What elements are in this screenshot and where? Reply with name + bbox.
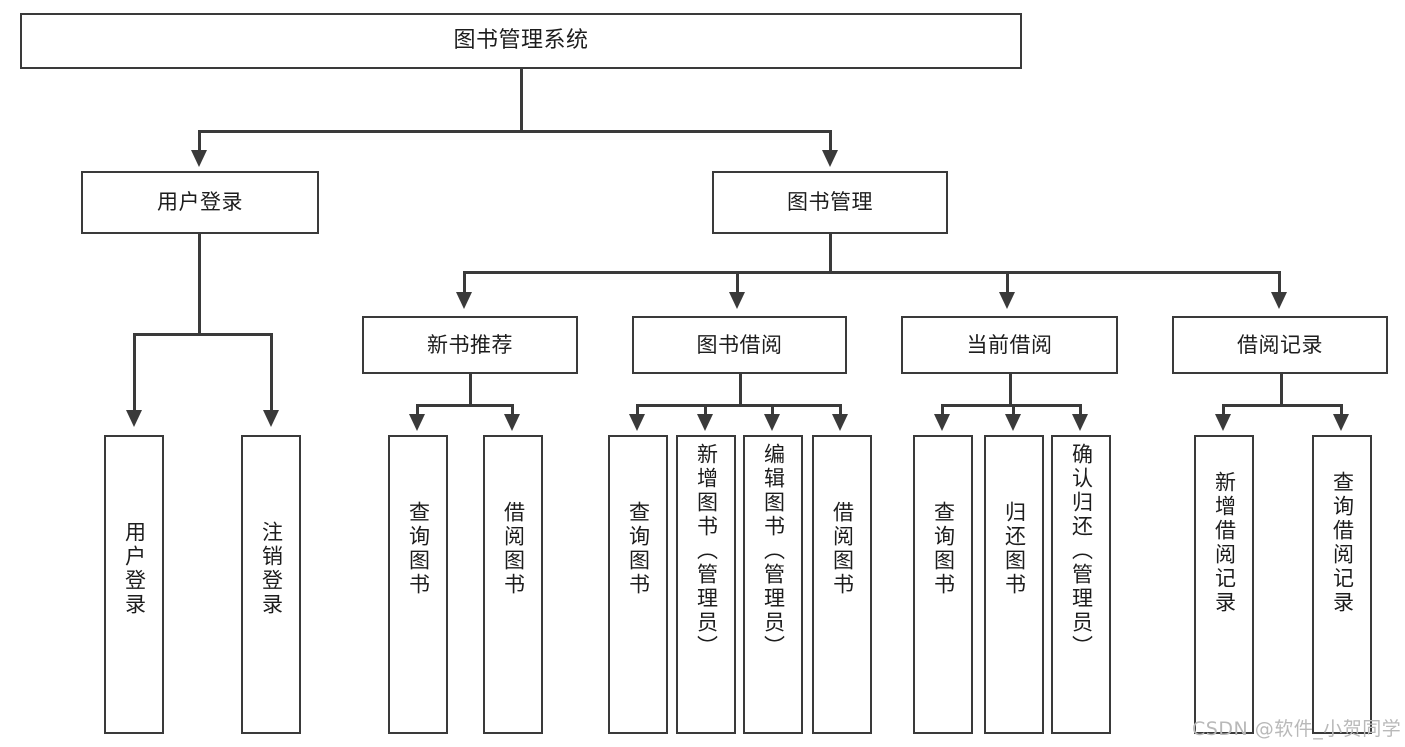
connector-user-login-drop-1 bbox=[133, 333, 136, 413]
arrow-to-leaf-borrow-book-2 bbox=[832, 414, 848, 431]
connector-borrow-record-bus bbox=[1222, 404, 1342, 407]
node-book-borrow[interactable]: 图书借阅 bbox=[632, 316, 847, 374]
connector-book-borrow-stem bbox=[739, 374, 742, 406]
leaf-add-borrow-record[interactable]: 新增借阅记录 bbox=[1194, 435, 1254, 734]
connector-current-borrow-drop-2 bbox=[1012, 404, 1015, 417]
connector-new-book-stem bbox=[469, 374, 472, 406]
arrow-to-leaf-query-borrow-record bbox=[1333, 414, 1349, 431]
node-label: 归还图书 bbox=[1002, 501, 1027, 597]
connector-current-borrow-stem bbox=[1009, 374, 1012, 406]
leaf-user-login[interactable]: 用户登录 bbox=[104, 435, 164, 734]
leaf-confirm-return-admin[interactable]: 确认归还（管理员） bbox=[1051, 435, 1111, 734]
node-label: 借阅图书 bbox=[501, 501, 526, 597]
node-new-book-recommend[interactable]: 新书推荐 bbox=[362, 316, 578, 374]
arrow-to-leaf-edit-book bbox=[764, 414, 780, 431]
node-label: 图书管理 bbox=[787, 190, 873, 215]
leaf-return-book[interactable]: 归还图书 bbox=[984, 435, 1044, 734]
connector-drop-current-borrow bbox=[1006, 271, 1009, 296]
arrow-to-leaf-add-borrow-record bbox=[1215, 414, 1231, 431]
arrow-to-leaf-user-login bbox=[126, 410, 142, 427]
connector-root-bus bbox=[198, 130, 832, 133]
connector-book-borrow-drop-1 bbox=[636, 404, 639, 417]
connector-new-book-drop-2 bbox=[511, 404, 514, 417]
arrow-to-new-book-recommend bbox=[456, 292, 472, 309]
arrow-to-leaf-confirm-return bbox=[1072, 414, 1088, 431]
node-label: 新增借阅记录 bbox=[1212, 471, 1237, 615]
connector-new-book-bus bbox=[416, 404, 513, 407]
arrow-to-user-login bbox=[191, 150, 207, 167]
node-label: 查询借阅记录 bbox=[1330, 471, 1355, 615]
node-label: 借阅图书 bbox=[830, 501, 855, 597]
connector-borrow-record-drop-2 bbox=[1340, 404, 1343, 417]
connector-current-borrow-drop-3 bbox=[1079, 404, 1082, 417]
node-label: 查询图书 bbox=[931, 501, 956, 597]
node-label: 编辑图书（管理员） bbox=[761, 443, 786, 659]
arrow-to-leaf-add-book bbox=[697, 414, 713, 431]
leaf-query-book-current[interactable]: 查询图书 bbox=[913, 435, 973, 734]
node-borrow-record[interactable]: 借阅记录 bbox=[1172, 316, 1388, 374]
node-label: 注销登录 bbox=[259, 521, 284, 617]
connector-root-to-book-manage bbox=[829, 130, 832, 154]
node-label: 借阅记录 bbox=[1237, 332, 1323, 357]
connector-root-stem bbox=[520, 69, 523, 132]
leaf-edit-book-admin[interactable]: 编辑图书（管理员） bbox=[743, 435, 803, 734]
connector-root-to-user-login bbox=[198, 130, 201, 154]
connector-book-manage-stem bbox=[829, 234, 832, 274]
leaf-borrow-book-borrow[interactable]: 借阅图书 bbox=[812, 435, 872, 734]
leaf-logout[interactable]: 注销登录 bbox=[241, 435, 301, 734]
node-label: 用户登录 bbox=[122, 521, 147, 617]
node-label: 确认归还（管理员） bbox=[1069, 443, 1094, 659]
connector-drop-new-book bbox=[463, 271, 466, 296]
leaf-query-book-new-recommend[interactable]: 查询图书 bbox=[388, 435, 448, 734]
connector-book-borrow-drop-3 bbox=[771, 404, 774, 417]
leaf-borrow-book-new-recommend[interactable]: 借阅图书 bbox=[483, 435, 543, 734]
arrow-to-leaf-logout bbox=[263, 410, 279, 427]
node-book-management[interactable]: 图书管理 bbox=[712, 171, 948, 234]
node-root-system[interactable]: 图书管理系统 bbox=[20, 13, 1022, 69]
connector-borrow-record-drop-1 bbox=[1222, 404, 1225, 417]
leaf-query-book-borrow[interactable]: 查询图书 bbox=[608, 435, 668, 734]
node-label: 新增图书（管理员） bbox=[694, 443, 719, 659]
node-label: 查询图书 bbox=[626, 501, 651, 597]
connector-new-book-drop-1 bbox=[416, 404, 419, 417]
node-label: 图书管理系统 bbox=[453, 28, 589, 54]
arrow-to-leaf-query-book-3 bbox=[934, 414, 950, 431]
connector-current-borrow-drop-1 bbox=[941, 404, 944, 417]
node-user-login[interactable]: 用户登录 bbox=[81, 171, 319, 234]
connector-book-borrow-drop-4 bbox=[839, 404, 842, 417]
arrow-to-leaf-query-book-2 bbox=[629, 414, 645, 431]
arrow-to-leaf-query-book-1 bbox=[409, 414, 425, 431]
node-label: 用户登录 bbox=[157, 190, 243, 215]
connector-drop-borrow-record bbox=[1278, 271, 1281, 296]
arrow-to-leaf-borrow-book-1 bbox=[504, 414, 520, 431]
arrow-to-book-borrow bbox=[729, 292, 745, 309]
arrow-to-leaf-return-book bbox=[1005, 414, 1021, 431]
node-label: 图书借阅 bbox=[696, 332, 783, 357]
arrow-to-current-borrow bbox=[999, 292, 1015, 309]
connector-drop-book-borrow bbox=[736, 271, 739, 296]
node-label: 当前借阅 bbox=[966, 332, 1053, 357]
node-label: 新书推荐 bbox=[427, 332, 513, 357]
arrow-to-book-manage bbox=[822, 150, 838, 167]
leaf-add-book-admin[interactable]: 新增图书（管理员） bbox=[676, 435, 736, 734]
connector-borrow-record-stem bbox=[1280, 374, 1283, 406]
connector-current-borrow-bus bbox=[941, 404, 1081, 407]
connector-user-login-drop-2 bbox=[270, 333, 273, 413]
connector-book-manage-bus bbox=[463, 271, 1281, 274]
connector-book-borrow-bus bbox=[636, 404, 841, 407]
connector-book-borrow-drop-2 bbox=[704, 404, 707, 417]
arrow-to-borrow-record bbox=[1271, 292, 1287, 309]
connector-user-login-bus bbox=[133, 333, 272, 336]
node-label: 查询图书 bbox=[406, 501, 431, 597]
node-current-borrow[interactable]: 当前借阅 bbox=[901, 316, 1118, 374]
leaf-query-borrow-record[interactable]: 查询借阅记录 bbox=[1312, 435, 1372, 734]
connector-user-login-stem bbox=[198, 234, 201, 335]
